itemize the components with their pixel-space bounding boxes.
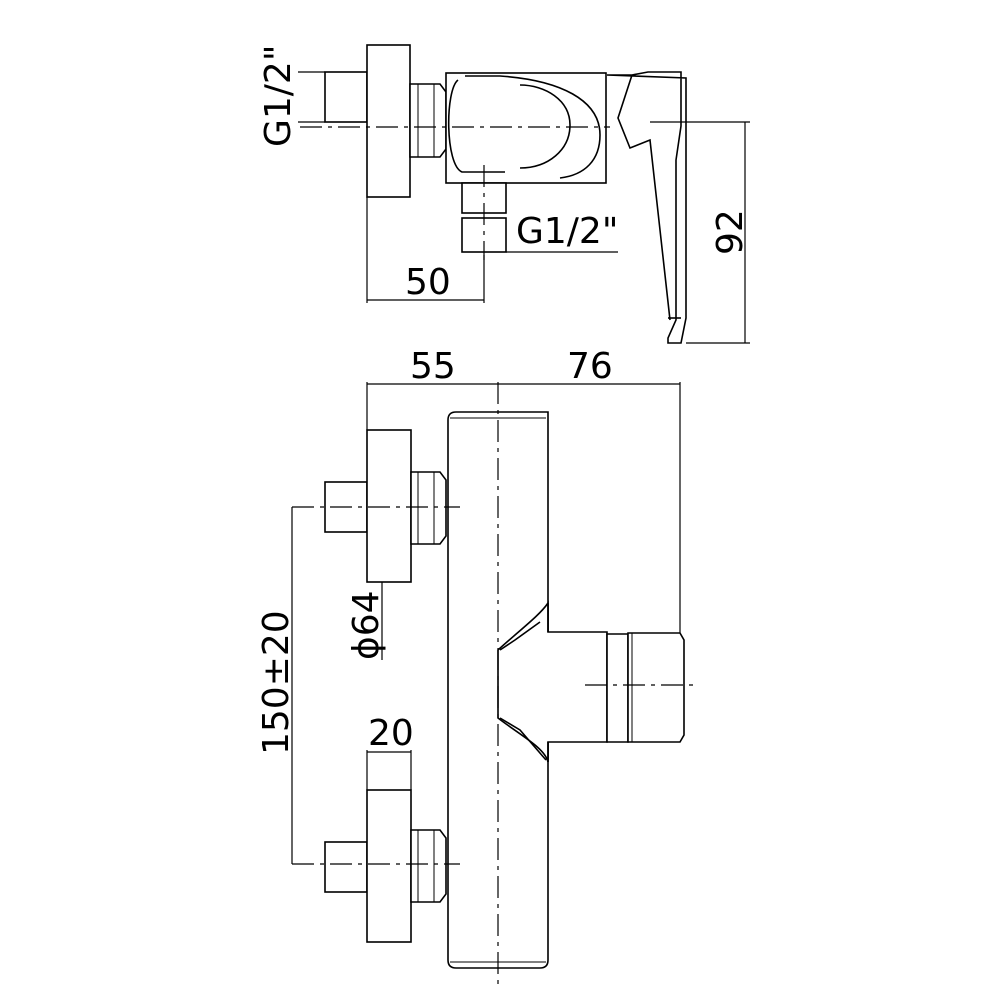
- side-view: G1/2" G1/2" 50 92: [258, 44, 751, 344]
- upper-rosette: [366, 429, 412, 583]
- dimension-50: 50: [405, 262, 451, 303]
- wall-rosette: [366, 44, 411, 198]
- mixer-body: [445, 72, 607, 184]
- lower-rosette: [366, 789, 412, 943]
- dimension-150-pm-20: 150±20: [256, 610, 297, 755]
- thread-label-top: G1/2": [258, 45, 299, 147]
- lower-hex-nut: [410, 829, 447, 903]
- dimension-diameter-64: ϕ64: [346, 590, 387, 660]
- handle-ring: [606, 633, 629, 743]
- inlet-pipe: [324, 71, 368, 123]
- dimension-76: 76: [567, 346, 613, 387]
- dimension-55: 55: [410, 346, 456, 387]
- dimension-92: 92: [710, 209, 751, 255]
- dimension-20: 20: [368, 713, 414, 754]
- lever-handle: [606, 71, 687, 344]
- thread-label-bottom: G1/2": [516, 211, 618, 252]
- hex-nut: [409, 83, 447, 158]
- handle-cap: [627, 632, 685, 743]
- upper-hex-nut: [410, 471, 447, 545]
- lower-inlet-pipe: [324, 841, 368, 893]
- front-view: 55 76 ϕ64 150±20 20: [256, 346, 695, 985]
